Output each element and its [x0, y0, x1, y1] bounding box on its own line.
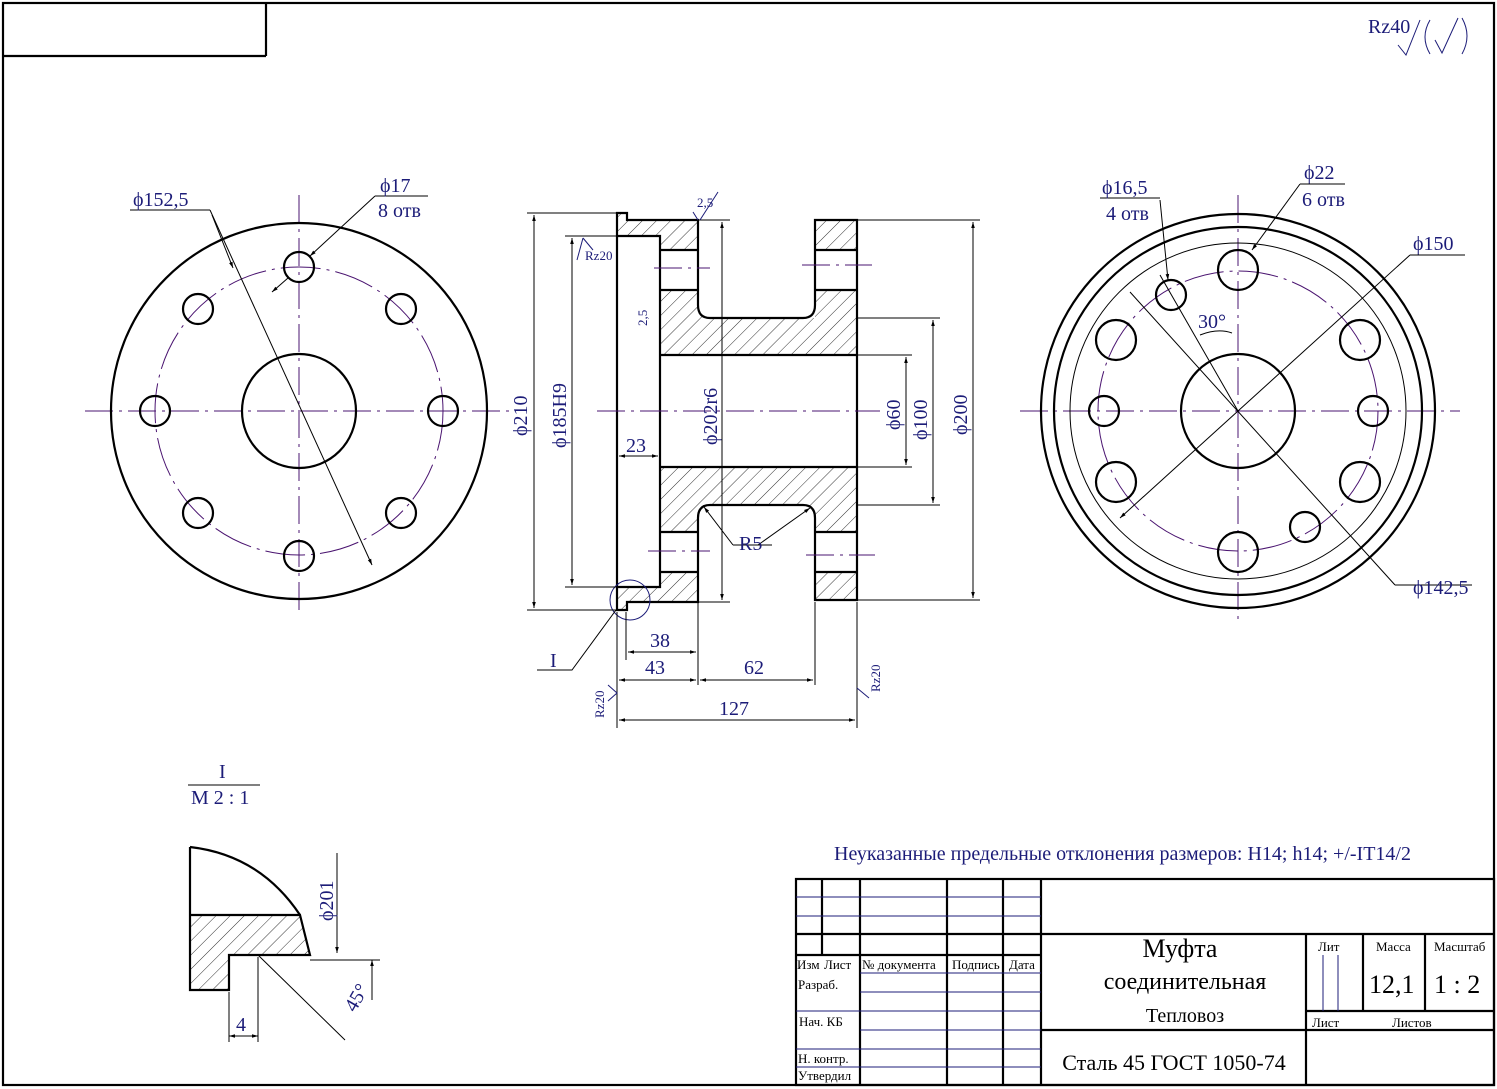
sheets-label: Листов: [1392, 1015, 1432, 1030]
dim-43: 43: [645, 657, 665, 679]
sheet-label: Лист: [1312, 1015, 1340, 1030]
col-sign: Подпись: [952, 957, 1000, 972]
tolerance-note: Неуказанные предельные отклонения размер…: [834, 843, 1411, 865]
hole-count: 6 отв: [1302, 189, 1345, 211]
dim-hole: ϕ17: [380, 175, 411, 197]
right-view: ϕ16,5 4 отв ϕ22 6 отв ϕ150 30° ϕ142,5: [1020, 162, 1472, 625]
roughness-text: Rz40: [1368, 16, 1410, 38]
part-title: Муфта: [1143, 934, 1218, 963]
section-view: 2,5 Rz20 2,5 ϕ210 ϕ185H9 ϕ202r6 23 ϕ60 ϕ…: [510, 191, 980, 728]
col-izm: Изм: [797, 957, 820, 972]
dim-4: 4: [236, 1014, 246, 1036]
roughness-left: Rz20: [592, 691, 607, 718]
dim-d150: ϕ150: [1413, 233, 1454, 255]
row-utverdil: Утвердил: [798, 1068, 852, 1083]
dim-small-hole: ϕ16,5: [1102, 177, 1148, 199]
dim-45deg: 45°: [340, 980, 373, 1015]
dim-bolt-circle: ϕ152,5: [133, 189, 189, 211]
dim-r5: R5: [739, 533, 762, 555]
detail-view: I М 2 : 1 ϕ201 45° 4: [188, 761, 380, 1042]
row-n-kontr: Н. контр.: [798, 1051, 849, 1066]
detail-scale: М 2 : 1: [191, 787, 249, 809]
lit-label: Лит: [1318, 939, 1340, 954]
col-list: Лист: [824, 957, 852, 972]
dim-d202: ϕ202r6: [700, 388, 722, 445]
mass-value: 12,1: [1369, 970, 1415, 999]
detail-callout-label: I: [550, 650, 557, 672]
dim-127: 127: [719, 698, 749, 720]
dim-d185: ϕ185H9: [549, 383, 571, 448]
scale-value: 1 : 2: [1434, 970, 1480, 999]
col-date: Дата: [1009, 957, 1035, 972]
roughness-symbol: Rz40: [1368, 16, 1468, 56]
material: Сталь 45 ГОСТ 1050-74: [1062, 1050, 1286, 1075]
dim-chamfer-top: 2,5: [697, 195, 713, 210]
left-view: ϕ152,5 ϕ17 8 отв: [85, 175, 515, 610]
scale-label: Масштаб: [1434, 939, 1486, 954]
dim-hole: ϕ22: [1304, 162, 1335, 184]
dim-d60: ϕ60: [883, 399, 905, 430]
roughness-bore: Rz20: [585, 248, 612, 263]
product-name: Тепловоз: [1146, 1005, 1224, 1027]
dim-d200: ϕ200: [950, 394, 972, 435]
row-nach-kb: Нач. КБ: [799, 1014, 843, 1029]
dim-chamfer-inner: 2,5: [635, 310, 650, 326]
dim-23: 23: [626, 435, 646, 457]
title-block: Изм Лист № документа Подпись Дата Разраб…: [794, 877, 1496, 1087]
dim-38: 38: [650, 630, 670, 652]
detail-label: I: [219, 761, 226, 783]
col-doc: № документа: [862, 957, 936, 972]
dim-62: 62: [744, 657, 764, 679]
row-razrab: Разраб.: [798, 977, 838, 992]
roughness-right: Rz20: [868, 665, 883, 692]
dim-d201: ϕ201: [316, 880, 338, 921]
dim-angle: 30°: [1198, 311, 1226, 333]
small-hole-count: 4 отв: [1106, 203, 1149, 225]
dim-d210: ϕ210: [510, 395, 532, 436]
mass-label: Масса: [1376, 939, 1411, 954]
dim-d100: ϕ100: [910, 399, 932, 440]
hole-count: 8 отв: [378, 200, 421, 222]
part-title-2: соединительная: [1104, 969, 1267, 995]
dim-d142: ϕ142,5: [1413, 577, 1469, 599]
